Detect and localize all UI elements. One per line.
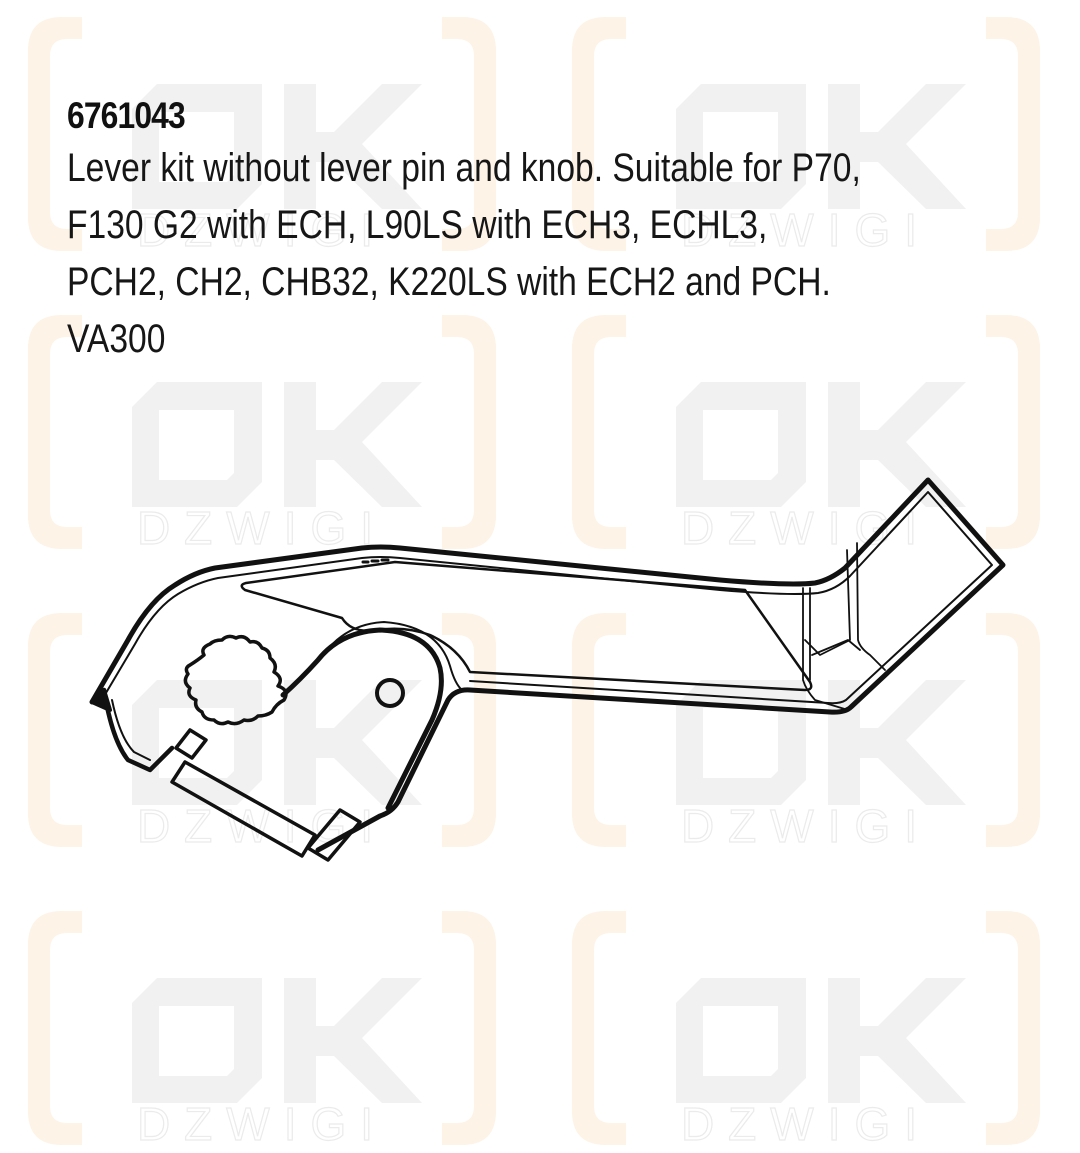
watermark-left-bracket xyxy=(572,315,626,549)
lever-detail-marks xyxy=(361,558,390,564)
lever-jaw-inner-2 xyxy=(111,699,151,761)
watermark-letter-k xyxy=(284,382,422,507)
watermark-right-bracket xyxy=(442,315,496,549)
watermark-subtext: DZWIGI xyxy=(681,1098,931,1148)
watermark-letter-o xyxy=(132,84,262,209)
watermark-left-bracket xyxy=(28,315,82,549)
lever-jaw-inner xyxy=(101,687,175,773)
watermark-letter-k xyxy=(828,680,966,805)
lever-recess-pocket xyxy=(240,560,813,692)
watermark-logo: DZWIGI xyxy=(566,14,1046,257)
lever-outer-contour xyxy=(89,477,1006,853)
watermark-logo: DZWIGI xyxy=(566,610,1046,853)
gear-socket xyxy=(183,634,288,726)
watermark-subtext: DZWIGI xyxy=(681,204,931,254)
watermark-right-bracket xyxy=(986,315,1040,549)
pivot-boss-inner xyxy=(287,621,463,691)
lever-pin-rod xyxy=(170,760,317,858)
watermark-logo: DZWIGI xyxy=(22,312,502,555)
lever-outer-contour-inner xyxy=(99,491,993,705)
watermark-letter-k xyxy=(828,382,966,507)
watermark-subtext: DZWIGI xyxy=(137,502,387,552)
watermark-layer: DZWIGI DZWIGI DZWIGI xyxy=(22,14,1046,1151)
watermark-subtext: DZWIGI xyxy=(137,1098,387,1148)
watermark-subtext: DZWIGI xyxy=(137,204,387,254)
watermark-right-bracket xyxy=(442,17,496,251)
description-line-2: F130 G2 with ECH, L90LS with ECH3, ECHL3… xyxy=(67,203,768,247)
lever-pin-cap xyxy=(306,808,362,862)
handle-bend-detail xyxy=(802,587,849,711)
watermark-left-bracket xyxy=(28,17,82,251)
handle-bend-detail-4 xyxy=(856,542,886,671)
description-line-1: Lever kit without lever pin and knob. Su… xyxy=(67,146,861,190)
pivot-hole xyxy=(375,678,405,708)
watermark-subtext: DZWIGI xyxy=(681,800,931,850)
watermark-letter-k xyxy=(284,978,422,1103)
watermark-logo: DZWIGI xyxy=(566,312,1046,555)
lever-kit-illustration xyxy=(89,477,1006,862)
description-line-3: PCH2, CH2, CHB32, K220LS with ECH2 and P… xyxy=(67,260,831,304)
watermark-letter-k xyxy=(284,84,422,209)
lever-drawing xyxy=(89,477,1006,862)
watermark-left-bracket xyxy=(28,613,82,847)
part-number: 6761043 xyxy=(67,95,186,136)
watermark-left-bracket xyxy=(572,613,626,847)
handle-bend-detail-5 xyxy=(811,639,861,656)
watermark-letter-o xyxy=(132,382,262,507)
description-line-4: VA300 xyxy=(67,317,166,361)
watermark-right-bracket xyxy=(986,17,1040,251)
watermark-letter-k xyxy=(284,680,422,805)
watermark-letter-k xyxy=(828,978,966,1103)
pivot-boss-outer xyxy=(280,627,444,811)
watermark-letter-o xyxy=(676,84,806,209)
watermark-left-bracket xyxy=(572,17,626,251)
watermark-letter-k xyxy=(828,84,966,209)
watermark-right-bracket xyxy=(986,613,1040,847)
watermark-logo: DZWIGI xyxy=(22,14,502,257)
handle-bend-detail-3 xyxy=(804,549,851,656)
lever-pin-stub xyxy=(174,728,208,760)
part-description-block: 6761043 Lever kit without lever pin and … xyxy=(67,92,1067,368)
watermark-letter-o xyxy=(676,382,806,507)
